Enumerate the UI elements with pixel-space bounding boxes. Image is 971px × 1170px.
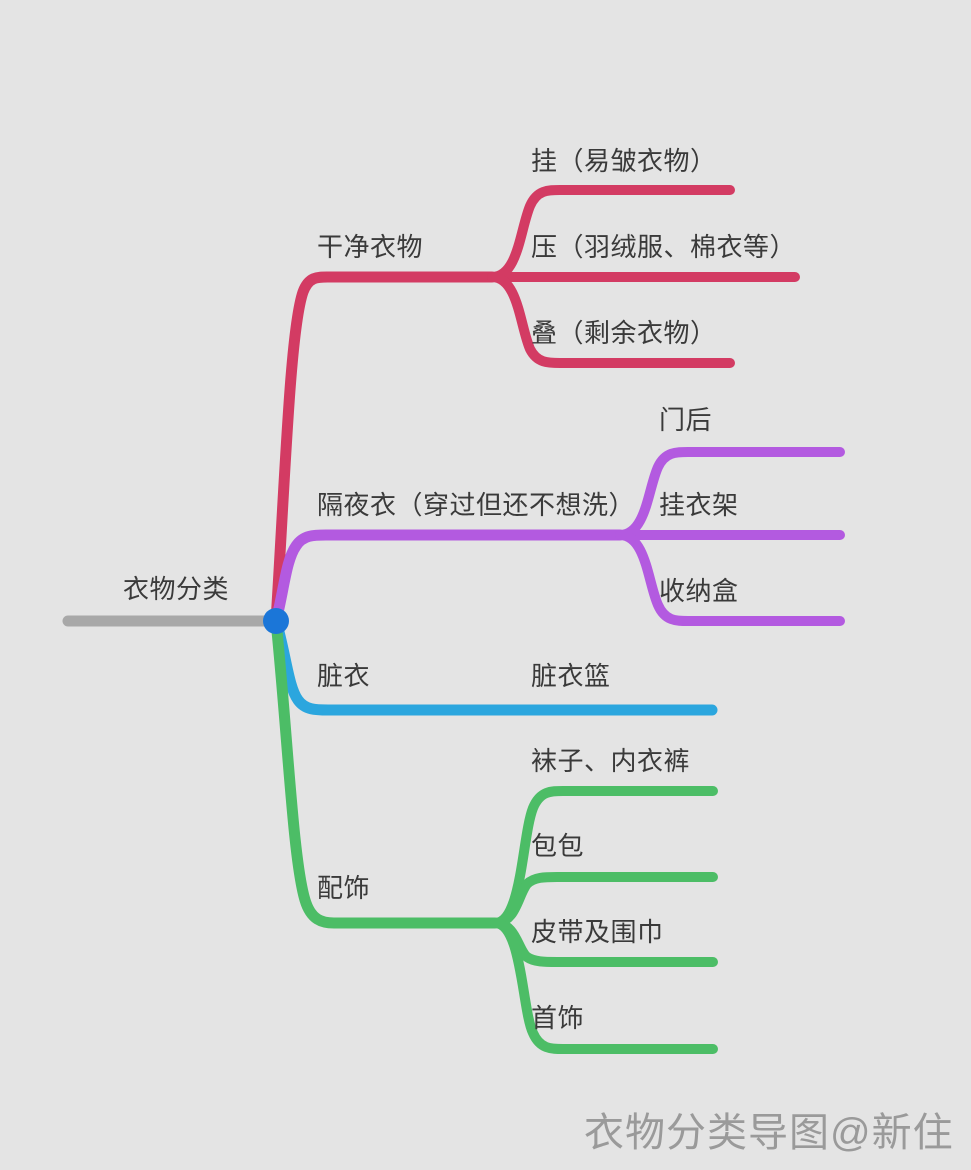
branch-label-overnight-clothes: 隔夜衣（穿过但还不想洗） bbox=[317, 490, 636, 520]
child-label-jewelry: 首饰 bbox=[531, 1003, 585, 1033]
child-label-belts-scarves: 皮带及围巾 bbox=[531, 917, 664, 947]
root-label: 衣物分类 bbox=[123, 574, 230, 604]
child-line-storage-box bbox=[615, 530, 845, 626]
branch-label-clean-clothes: 干净衣物 bbox=[317, 232, 424, 262]
child-line-jewelry bbox=[490, 918, 718, 1054]
branch-label-accessories: 配饰 bbox=[317, 873, 371, 903]
branch-line-accessories bbox=[270, 615, 501, 929]
child-label-laundry-basket: 脏衣篮 bbox=[531, 661, 611, 691]
child-line-clean-fold bbox=[487, 272, 735, 368]
child-label-behind-door: 门后 bbox=[659, 405, 713, 435]
child-label-socks-underwear: 袜子、内衣裤 bbox=[531, 746, 691, 776]
root-node-dot[interactable] bbox=[263, 608, 289, 634]
child-label-storage-box: 收纳盒 bbox=[659, 576, 739, 606]
child-line-socks-underwear bbox=[490, 786, 718, 928]
child-line-behind-door bbox=[615, 447, 845, 540]
child-line-bags bbox=[490, 872, 718, 928]
branch-label-dirty-clothes: 脏衣 bbox=[317, 661, 371, 691]
child-label-bags: 包包 bbox=[531, 831, 585, 861]
watermark-text: 衣物分类导图@新住 bbox=[584, 1111, 954, 1155]
child-label-clothes-rack: 挂衣架 bbox=[659, 490, 739, 520]
branch-line-clean-clothes bbox=[270, 271, 498, 627]
child-label-clean-fold: 叠（剩余衣物） bbox=[531, 318, 717, 348]
child-line-clean-hang bbox=[487, 185, 735, 282]
child-label-clean-press: 压（羽绒服、棉衣等） bbox=[531, 232, 797, 262]
child-label-clean-hang: 挂（易皱衣物） bbox=[531, 146, 717, 176]
branch-line-overnight-clothes bbox=[270, 529, 626, 627]
